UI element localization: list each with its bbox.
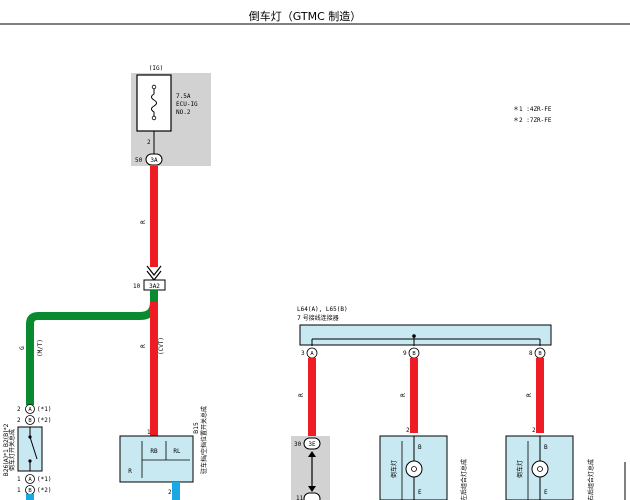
lamp-right-term: B: [544, 444, 548, 451]
junction-3a2-id: 3A2: [149, 283, 160, 290]
jc-letter-a: A: [310, 351, 314, 357]
backup-switch-pin-bot1: 1: [17, 476, 21, 483]
inline-conn-bottom: [303, 492, 321, 500]
lamp-right-bulb-icon: [531, 460, 549, 478]
backup-switch-pin-top2: 2: [17, 417, 21, 424]
lamp-right-bottom-mark: E: [544, 489, 548, 496]
lamp-right-filament-icon: [537, 466, 543, 472]
wire-green-note: (M/T): [37, 339, 44, 357]
backup-switch-letter-top2: B: [28, 418, 32, 424]
inline-conn-id: 3E: [308, 441, 316, 448]
note-1: ＊1 :4ZR-FE: [513, 106, 552, 113]
jc-letter-b: B: [412, 351, 416, 357]
jc-feed-dot-icon: [412, 334, 416, 338]
park-switch-label-code: B15: [193, 422, 200, 434]
lamp-left-term: B: [418, 444, 422, 451]
jc-pin-a: 3: [301, 350, 305, 357]
fuse-icon: [151, 87, 157, 118]
jc-pin-c: 8: [529, 350, 533, 357]
wire-jc-c: [536, 358, 544, 433]
jc-pin-b: 9: [403, 350, 407, 357]
wire-main-red-top: [150, 166, 158, 267]
fuse-pin: 2: [147, 139, 151, 146]
fuse-conn-id: 3A: [150, 157, 158, 164]
inline-conn-arrow-down-icon: [308, 486, 316, 492]
fuse-conn-num: 50: [135, 157, 143, 164]
note-2: ＊2 :7ZR-FE: [513, 117, 552, 124]
fuse-terminal-top-icon: [151, 84, 157, 90]
junction-3a2-num: 10: [133, 283, 141, 290]
wire-jc-c-code: R: [526, 393, 533, 397]
lamp-right-label: 右后组合灯总成: [587, 459, 595, 500]
page-title: 倒车灯（GTMC 制造）: [249, 9, 362, 23]
backup-switch-conn-a-top: [25, 404, 35, 414]
inline-conn-arrow-up-icon: [308, 451, 316, 457]
jc-letter-c: B: [538, 351, 542, 357]
fuse-group-label: (IG): [149, 65, 163, 72]
wire-jc-a: [308, 358, 316, 436]
fuse-name-line2: NO.2: [176, 109, 191, 116]
inline-conn-top: [303, 437, 321, 450]
lamp-left-name: 倒车灯: [390, 460, 398, 478]
fuse-name-line1: ECU-IG: [176, 101, 198, 108]
lamp-left-filament-icon: [411, 466, 417, 472]
park-switch-pin-bottom: 2: [168, 489, 172, 496]
inline-conn-num: 30: [294, 441, 302, 448]
wire-main-code-bottom: R: [140, 344, 147, 348]
jc-bar: [299, 324, 552, 346]
backup-switch-pin-bot2: 1: [17, 487, 21, 494]
backup-switch-label-codes: B26(A)*1 B2(B)*2: [3, 423, 10, 476]
inline-conn-bottom-num: 11: [296, 495, 304, 500]
lamp-left-bottom-mark: E: [418, 489, 422, 496]
backup-switch-tag-top1: (*1): [37, 406, 51, 413]
backup-switch-pin-top1: 2: [17, 406, 21, 413]
junction-arrow-icon: [146, 265, 162, 281]
backup-switch-label-name: 倒车灯开关总成: [8, 429, 16, 471]
wire-green: [26, 290, 158, 405]
fuse-box: [136, 74, 172, 132]
lamp-right-name: 倒车灯: [516, 460, 524, 478]
wire-jc-a-code: R: [298, 393, 305, 397]
jc-label-line2: 7 号接线连接器: [297, 314, 339, 322]
lamp-left-label: 左后组合灯总成: [460, 459, 468, 500]
backup-switch-letter-top1: A: [28, 407, 32, 413]
lamp-left-bulb-icon: [405, 460, 423, 478]
fuse-connector: [145, 153, 163, 166]
fuse-terminal-bottom-icon: [151, 115, 157, 121]
fuse-rating: 7.5A: [176, 93, 191, 100]
backup-switch-conn-a-bottom: [25, 474, 35, 484]
wire-jc-b: [410, 358, 418, 433]
wire-main-code-top: R: [140, 220, 147, 224]
park-switch-term-r: R: [128, 468, 132, 475]
park-switch-box: [119, 435, 194, 483]
lamp-left-pin: 2: [406, 427, 410, 434]
wire-main-red-bottom: [150, 302, 158, 436]
wire-blue-switch-bottom: [26, 494, 34, 500]
backup-switch-tag-top2: (*2): [37, 417, 51, 424]
park-switch-term-rl: RL: [173, 448, 181, 455]
park-switch-label-name: 驻车挡/空挡位置开关总成: [200, 406, 208, 474]
backup-switch-conn-b-top: [25, 415, 35, 425]
jc-label-line1: L64(A), L65(B): [297, 306, 348, 313]
lamp-right-pin: 2: [532, 427, 536, 434]
backup-switch-tag-bot2: (*2): [37, 487, 51, 494]
wire-green-code: G: [19, 346, 26, 350]
park-switch-term-rb: RB: [150, 448, 158, 455]
wire-jc-b-code: R: [400, 393, 407, 397]
backup-switch-letter-bot2: B: [28, 488, 32, 494]
backup-switch-letter-bot1: A: [28, 477, 32, 483]
park-switch-pin-top: 1: [147, 429, 151, 436]
backup-switch-blade-icon: [29, 436, 38, 460]
backup-switch-tag-bot1: (*1): [37, 476, 51, 483]
wire-main-note: (CVT): [158, 337, 165, 355]
wire-blue-park-bottom: [172, 482, 180, 500]
